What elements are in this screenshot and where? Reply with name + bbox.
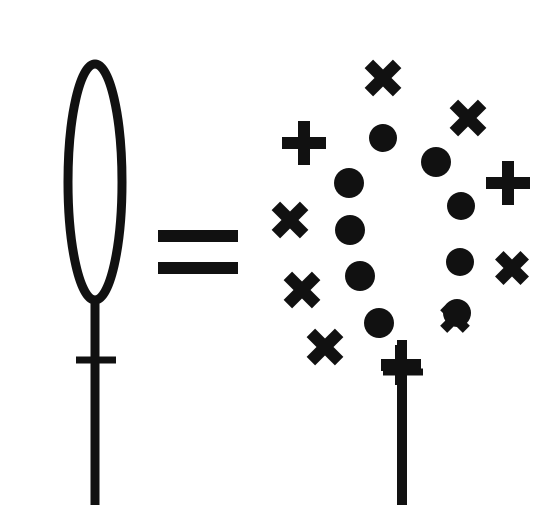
particle-dot (369, 124, 397, 152)
particle-plus-mark (282, 121, 326, 165)
particle-plus-mark (486, 161, 530, 205)
particle-dot (447, 192, 475, 220)
equals-sign (158, 230, 238, 274)
particle-dot (446, 248, 474, 276)
particle-dot (334, 168, 364, 198)
particle-cluster-symbol (262, 50, 534, 505)
particle-dot (345, 261, 375, 291)
equals-bar-top (158, 230, 238, 242)
particle-x-mark (487, 243, 534, 294)
oval-loop (68, 64, 122, 300)
particle-x-mark (355, 50, 412, 107)
particle-dot (364, 308, 394, 338)
particle-plus-mark (381, 345, 421, 385)
particle-dot (335, 215, 365, 245)
particle-x-mark (297, 319, 354, 376)
particle-dot (421, 147, 451, 177)
particle-x-mark (262, 192, 319, 249)
equals-bar-bottom (158, 262, 238, 274)
oval-stalk-symbol (68, 64, 122, 505)
particle-x-mark (274, 262, 331, 319)
particle-x-mark (440, 90, 497, 147)
